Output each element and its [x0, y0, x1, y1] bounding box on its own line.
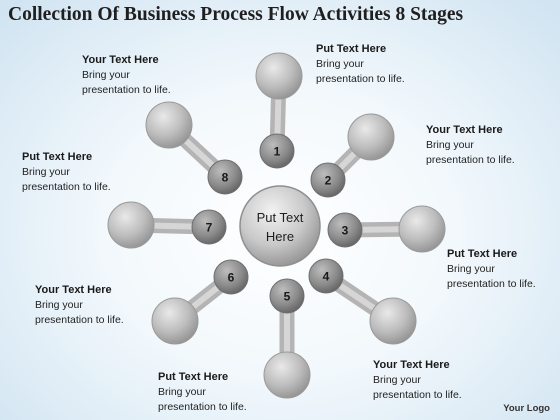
stage-5-text: Put Text Here Bring your presentation to…	[158, 370, 247, 415]
stage-2-body-line1: Bring your	[426, 139, 474, 151]
stage-2-text: Your Text Here Bring your presentation t…	[426, 123, 515, 168]
stage-4-outer-node	[369, 297, 417, 345]
stage-8-heading: Your Text Here	[82, 54, 159, 66]
stage-1-arm: 1	[255, 52, 303, 169]
stage-2-arm: 2	[310, 113, 395, 198]
center-hub: Put Text Here	[239, 185, 321, 267]
stage-4-body-line1: Bring your	[373, 374, 421, 386]
stage-3-arm: 3	[327, 205, 446, 253]
stage-3-body-line1: Bring your	[447, 263, 495, 275]
stage-8-body-line2: presentation to life.	[82, 84, 171, 96]
stage-6-arm: 6	[151, 259, 249, 345]
stage-7-number: 7	[206, 221, 213, 235]
stage-4-body-line2: presentation to life.	[373, 389, 462, 401]
stage-6-number: 6	[228, 271, 235, 285]
stage-8-arm: 8	[145, 101, 243, 195]
stage-5-number: 5	[284, 290, 291, 304]
stage-2-outer-node	[347, 113, 395, 161]
stage-8-number: 8	[222, 171, 229, 185]
stage-8-body-line1: Bring your	[82, 69, 130, 81]
stage-6-heading: Your Text Here	[35, 284, 112, 296]
stage-6-body-line2: presentation to life.	[35, 314, 124, 326]
stage-1-text: Put Text Here Bring your presentation to…	[316, 42, 405, 87]
diagram-arms: 1 2 3 4 5 6 7 8	[107, 52, 446, 399]
stage-5-body-line1: Bring your	[158, 386, 206, 398]
stage-3-number-node	[327, 212, 363, 248]
stage-5-body-line2: presentation to life.	[158, 401, 247, 413]
center-label-line2: Here	[266, 229, 294, 244]
stage-1-number: 1	[274, 145, 281, 159]
center-circle	[239, 185, 321, 267]
stage-7-number-node	[191, 209, 227, 245]
stage-1-outer-node	[255, 52, 303, 100]
stage-4-number: 4	[323, 270, 330, 284]
stage-6-body-line1: Bring your	[35, 299, 83, 311]
stage-3-heading: Put Text Here	[447, 248, 518, 260]
stage-3-outer-node	[398, 205, 446, 253]
stage-6-outer-node	[151, 297, 199, 345]
stage-1-heading: Put Text Here	[316, 43, 387, 55]
stage-8-number-node	[207, 159, 243, 195]
stage-2-heading: Your Text Here	[426, 124, 503, 136]
stage-3-text: Put Text Here Bring your presentation to…	[447, 247, 536, 292]
stage-3-body-line2: presentation to life.	[447, 278, 536, 290]
stage-6-number-node	[213, 259, 249, 295]
stage-1-number-node	[259, 133, 295, 169]
stage-3-number: 3	[342, 224, 349, 238]
stage-2-number: 2	[325, 174, 332, 188]
stage-4-heading: Your Text Here	[373, 359, 450, 371]
stage-7-body-line2: presentation to life.	[22, 181, 111, 193]
stage-7-arm: 7	[107, 201, 227, 249]
stage-5-number-node	[269, 278, 305, 314]
stage-4-number-node	[308, 258, 344, 294]
stage-1-body-line2: presentation to life.	[316, 73, 405, 85]
stage-6-text: Your Text Here Bring your presentation t…	[35, 283, 124, 328]
stage-4-arm: 4	[308, 258, 417, 345]
stage-7-body-line1: Bring your	[22, 166, 70, 178]
stage-8-outer-node	[145, 101, 193, 149]
stage-2-number-node	[310, 162, 346, 198]
center-label-line1: Put Text	[257, 210, 304, 225]
stage-7-outer-node	[107, 201, 155, 249]
page-title: Collection Of Business Process Flow Acti…	[8, 4, 464, 25]
logo: Your Logo	[503, 403, 550, 414]
stage-7-text: Put Text Here Bring your presentation to…	[22, 150, 111, 195]
stage-5-outer-node	[263, 351, 311, 399]
stage-2-body-line2: presentation to life.	[426, 154, 515, 166]
stage-8-text: Your Text Here Bring your presentation t…	[82, 53, 171, 98]
stage-1-body-line1: Bring your	[316, 58, 364, 70]
stage-5-heading: Put Text Here	[158, 371, 229, 383]
stage-4-text: Your Text Here Bring your presentation t…	[373, 358, 462, 403]
stage-7-heading: Put Text Here	[22, 151, 93, 163]
stage-5-arm: 5	[263, 278, 311, 399]
